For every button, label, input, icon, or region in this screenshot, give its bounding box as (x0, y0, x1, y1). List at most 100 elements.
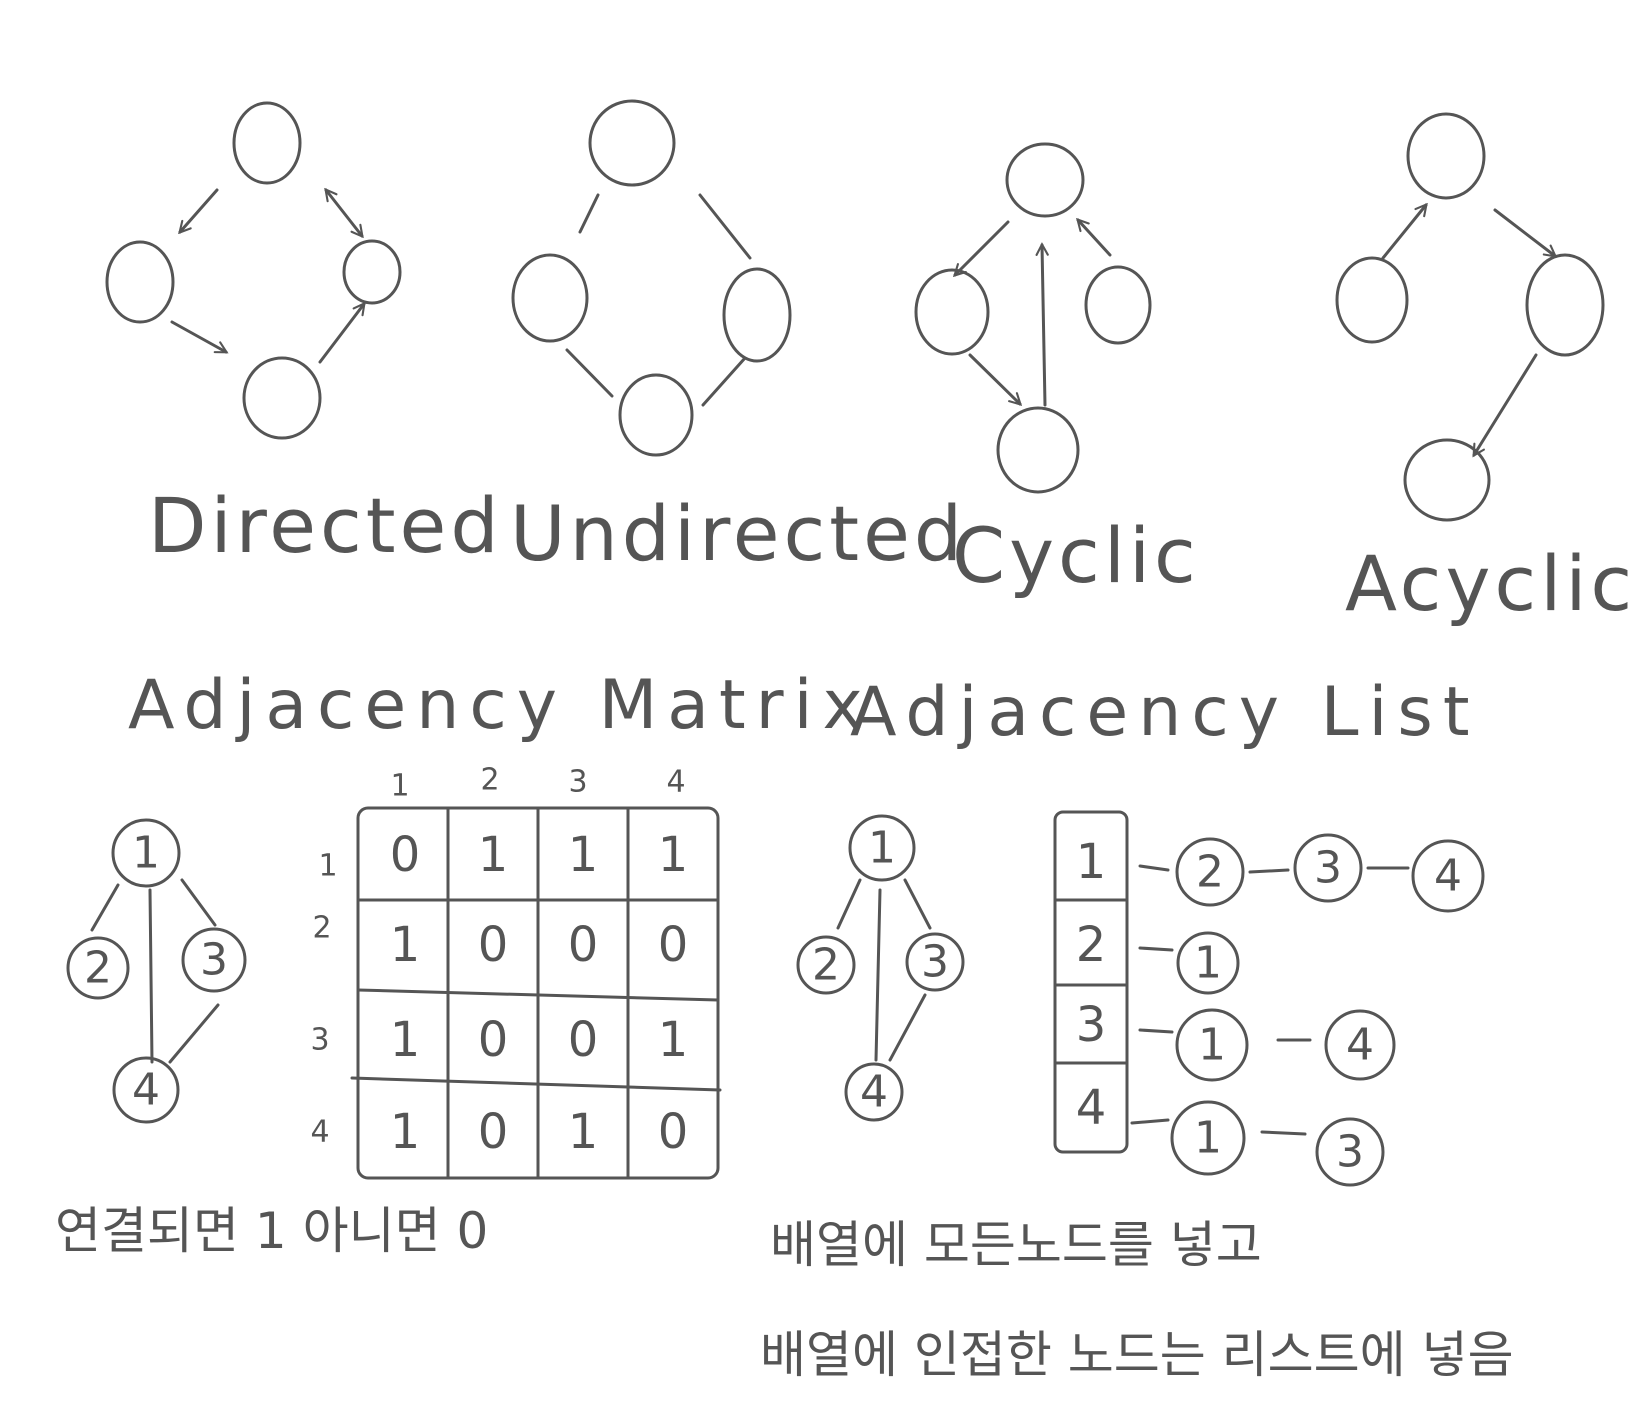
svg-text:2: 2 (84, 943, 112, 994)
matrix-cell: 1 (390, 917, 421, 973)
undirected-graph (511, 99, 792, 457)
graph-node-4: 4 (112, 1056, 180, 1124)
list-link (1130, 1118, 1170, 1125)
svg-text:1: 1 (1194, 938, 1222, 989)
matrix-cell: 0 (568, 917, 599, 973)
graph-node-4: 4 (844, 1062, 904, 1122)
cycle-edge (1042, 245, 1045, 407)
matrix-cell: 0 (478, 1104, 509, 1160)
graph-node (1403, 438, 1491, 522)
matrix-gridline (350, 1076, 722, 1092)
list-node: 3 (1315, 1117, 1385, 1187)
graph-edge (148, 888, 154, 1064)
svg-text:2: 2 (1196, 847, 1224, 898)
matrix-col-header: 2 (480, 763, 499, 798)
svg-text:4: 4 (860, 1067, 888, 1118)
list-link (1248, 868, 1290, 874)
directed-edge (1493, 208, 1555, 256)
undirected-edge (565, 348, 614, 398)
cycle-edge (955, 220, 1010, 275)
cyclic-graph (914, 142, 1152, 494)
svg-text:2: 2 (812, 940, 840, 991)
graph-node-2: 2 (66, 936, 130, 1000)
matrix-col-header: 1 (390, 769, 409, 804)
list-link (1138, 864, 1170, 872)
list-node: 1 (1175, 1008, 1249, 1082)
matrix-cell: 1 (478, 827, 509, 883)
svg-text:1: 1 (132, 828, 160, 879)
adjacency-matrix-title: Adjacency Matrix (128, 666, 873, 745)
graph-edge (888, 993, 927, 1062)
directed-edge (1078, 220, 1112, 257)
matrix-cell: 1 (390, 1012, 421, 1068)
directed-edge (1381, 205, 1426, 260)
matrix-col-header: 3 (568, 765, 587, 800)
matrix-cell: 1 (658, 1012, 689, 1068)
directed-edge (180, 188, 219, 232)
undirected-edge (701, 356, 747, 407)
matrix-cell: 1 (568, 827, 599, 883)
array-entry: 4 (1076, 1080, 1107, 1136)
graph-node (996, 406, 1080, 494)
list-link (1138, 1028, 1174, 1034)
graph-node (588, 99, 676, 187)
svg-text:1: 1 (1194, 1113, 1222, 1164)
graph-node (914, 268, 990, 356)
directed-edge (326, 190, 362, 236)
graph-edge (836, 878, 862, 930)
matrix-col-header: 4 (666, 765, 685, 800)
graph-node (1406, 112, 1486, 200)
svg-text:3: 3 (1314, 843, 1342, 894)
matrix-cell: 1 (658, 827, 689, 883)
graph-node (232, 101, 302, 185)
matrix-cell: 0 (478, 917, 509, 973)
matrix-row-header: 2 (312, 911, 331, 946)
svg-text:1: 1 (868, 823, 896, 874)
matrix-row-header: 4 (310, 1115, 329, 1150)
list-node: 2 (1175, 837, 1245, 907)
graph-node (1084, 265, 1152, 345)
directed-edge (1474, 353, 1538, 455)
acyclic-graph (1335, 112, 1605, 522)
svg-text:4: 4 (1434, 851, 1462, 902)
list-node: 3 (1293, 833, 1363, 903)
graph-node-1: 1 (848, 814, 916, 882)
graph-edge (180, 878, 217, 927)
directed-edge (170, 320, 226, 354)
matrix-gridline (356, 988, 720, 1002)
undirected-edge (578, 193, 600, 234)
svg-text:4: 4 (1346, 1020, 1374, 1071)
graph-node (105, 240, 175, 324)
label-cyclic: Cyclic (952, 511, 1200, 600)
adjacency-list-title: Adjacency List (850, 673, 1479, 752)
graph-node (1005, 142, 1085, 218)
svg-text:4: 4 (132, 1065, 160, 1116)
graph-node (511, 253, 589, 343)
list-node: 1 (1170, 1100, 1246, 1176)
graph-node (618, 373, 694, 457)
graph-node (242, 356, 322, 440)
list-node: 4 (1324, 1009, 1396, 1081)
undirected-edge (698, 193, 752, 260)
graph-edge (874, 888, 882, 1062)
graph-node (722, 267, 792, 363)
directed-edge (318, 304, 364, 364)
matrix-row-header: 1 (318, 849, 337, 884)
matrix-cell: 0 (658, 917, 689, 973)
adjacency-list: 1 2 3 4 2 3 4 1 1 (1053, 810, 1485, 1187)
svg-text:3: 3 (200, 935, 228, 986)
list-node: 4 (1411, 839, 1485, 913)
directed-graph (105, 101, 402, 440)
matrix-cell: 0 (390, 827, 421, 883)
svg-text:3: 3 (1336, 1127, 1364, 1178)
array-entry: 1 (1076, 834, 1107, 890)
matrix-cell: 1 (568, 1104, 599, 1160)
svg-text:1: 1 (1198, 1020, 1226, 1071)
graph-node-3: 3 (905, 932, 965, 992)
matrix-cell: 1 (390, 1104, 421, 1160)
matrix-cell: 0 (658, 1104, 689, 1160)
graph-edge (903, 878, 932, 930)
label-acyclic: Acyclic (1345, 539, 1636, 628)
label-directed: Directed (148, 481, 503, 570)
